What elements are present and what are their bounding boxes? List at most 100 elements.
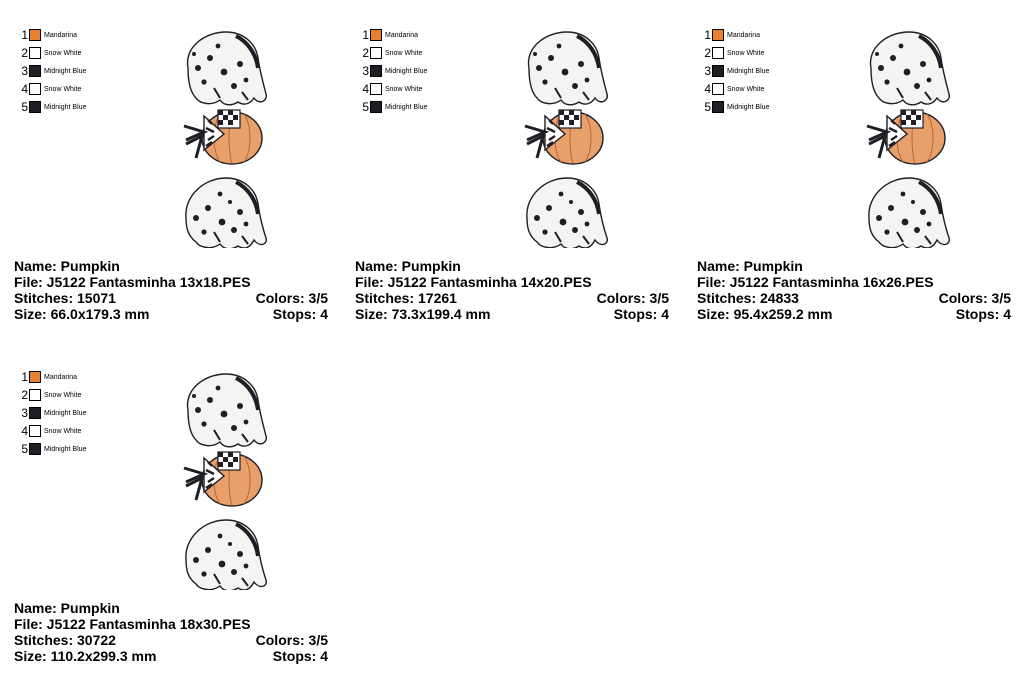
- palette-number: 2: [362, 46, 369, 60]
- color-count: Colors: 3/5: [255, 290, 328, 306]
- palette-color-name: Snow White: [44, 49, 82, 57]
- palette-row: 2 Snow White: [19, 44, 86, 62]
- palette-color-name: Midnight Blue: [385, 67, 428, 75]
- pumpkin-bow-icon: [866, 109, 946, 165]
- palette-color-name: Midnight Blue: [727, 67, 770, 75]
- design-card: 1 Mandarina 2 Snow White 3 Midnight Blue…: [14, 0, 344, 330]
- stop-count: Stops: 4: [272, 648, 328, 664]
- palette-color-name: Snow White: [727, 85, 765, 93]
- embroidery-design-preview: [866, 31, 950, 248]
- color-swatch: [29, 407, 41, 419]
- palette-number: 1: [21, 370, 28, 384]
- palette-row: 5 Midnight Blue: [360, 98, 427, 116]
- palette-row: 4 Snow White: [19, 422, 86, 440]
- color-swatch: [29, 371, 41, 383]
- design-size: Size: 66.0x179.3 mm: [14, 306, 150, 322]
- palette-row: 5 Midnight Blue: [19, 440, 86, 458]
- palette-number: 2: [21, 388, 28, 402]
- palette-number: 1: [362, 28, 369, 42]
- palette-row: 4 Snow White: [702, 80, 769, 98]
- stitch-count: Stitches: 30722: [14, 632, 116, 648]
- design-size: Size: 110.2x299.3 mm: [14, 648, 157, 664]
- palette-row: 4 Snow White: [19, 80, 86, 98]
- color-count: Colors: 3/5: [596, 290, 669, 306]
- design-info: Name: Pumpkin File: J5122 Fantasminha 13…: [14, 258, 328, 322]
- palette-color-name: Snow White: [727, 49, 765, 57]
- ghost-top-icon: [186, 31, 267, 106]
- design-name: Name: Pumpkin: [14, 258, 120, 274]
- ghost-bottom-icon: [185, 177, 267, 248]
- design-info: Name: Pumpkin File: J5122 Fantasminha 14…: [355, 258, 669, 322]
- palette-number: 4: [362, 82, 369, 96]
- embroidery-design-preview: [524, 31, 608, 248]
- palette-number: 4: [21, 82, 28, 96]
- palette-row: 2 Snow White: [19, 386, 86, 404]
- ghost-top-icon: [186, 373, 267, 448]
- palette-number: 3: [704, 64, 711, 78]
- color-swatch: [29, 65, 41, 77]
- color-count: Colors: 3/5: [255, 632, 328, 648]
- palette-color-name: Midnight Blue: [385, 103, 428, 111]
- stitch-count: Stitches: 17261: [355, 290, 457, 306]
- color-palette: 1 Mandarina 2 Snow White 3 Midnight Blue…: [19, 26, 86, 116]
- color-swatch: [29, 443, 41, 455]
- palette-row: 3 Midnight Blue: [19, 62, 86, 80]
- color-swatch: [29, 425, 41, 437]
- embroidery-design-preview: [183, 373, 267, 590]
- palette-row: 5 Midnight Blue: [19, 98, 86, 116]
- ghost-top-icon: [527, 31, 608, 106]
- stop-count: Stops: 4: [955, 306, 1011, 322]
- design-info: Name: Pumpkin File: J5122 Fantasminha 18…: [14, 600, 328, 664]
- palette-color-name: Mandarina: [727, 31, 761, 39]
- design-file: File: J5122 Fantasminha 18x30.PES: [14, 616, 251, 632]
- color-swatch: [712, 47, 724, 59]
- palette-color-name: Mandarina: [44, 31, 78, 39]
- ghost-bottom-icon: [526, 177, 608, 248]
- color-swatch: [712, 29, 724, 41]
- design-name: Name: Pumpkin: [355, 258, 461, 274]
- color-swatch: [29, 47, 41, 59]
- color-count: Colors: 3/5: [938, 290, 1011, 306]
- palette-row: 1 Mandarina: [360, 26, 427, 44]
- palette-color-name: Snow White: [385, 49, 423, 57]
- palette-row: 1 Mandarina: [702, 26, 769, 44]
- palette-color-name: Snow White: [44, 85, 82, 93]
- design-file: File: J5122 Fantasminha 13x18.PES: [14, 274, 251, 290]
- design-info: Name: Pumpkin File: J5122 Fantasminha 16…: [697, 258, 1011, 322]
- ghost-top-icon: [869, 31, 950, 106]
- color-swatch: [29, 101, 41, 113]
- palette-number: 3: [362, 64, 369, 78]
- ghost-bottom-icon: [868, 177, 950, 248]
- color-swatch: [712, 65, 724, 77]
- palette-color-name: Snow White: [44, 391, 82, 399]
- color-palette: 1 Mandarina 2 Snow White 3 Midnight Blue…: [19, 368, 86, 458]
- palette-row: 5 Midnight Blue: [702, 98, 769, 116]
- design-name: Name: Pumpkin: [14, 600, 120, 616]
- color-swatch: [370, 65, 382, 77]
- design-name: Name: Pumpkin: [697, 258, 803, 274]
- palette-number: 1: [21, 28, 28, 42]
- color-swatch: [370, 83, 382, 95]
- color-swatch: [370, 47, 382, 59]
- palette-number: 3: [21, 406, 28, 420]
- palette-number: 5: [21, 442, 28, 456]
- stop-count: Stops: 4: [613, 306, 669, 322]
- palette-color-name: Mandarina: [44, 373, 78, 381]
- palette-number: 2: [704, 46, 711, 60]
- palette-color-name: Snow White: [385, 85, 423, 93]
- design-file: File: J5122 Fantasminha 14x20.PES: [355, 274, 592, 290]
- design-file: File: J5122 Fantasminha 16x26.PES: [697, 274, 934, 290]
- color-swatch: [712, 83, 724, 95]
- stop-count: Stops: 4: [272, 306, 328, 322]
- color-swatch: [29, 83, 41, 95]
- color-swatch: [370, 101, 382, 113]
- stitch-count: Stitches: 24833: [697, 290, 799, 306]
- color-swatch: [370, 29, 382, 41]
- palette-number: 5: [362, 100, 369, 114]
- palette-color-name: Midnight Blue: [44, 409, 87, 417]
- pumpkin-bow-icon: [183, 451, 263, 507]
- palette-number: 1: [704, 28, 711, 42]
- palette-number: 4: [704, 82, 711, 96]
- stitch-count: Stitches: 15071: [14, 290, 116, 306]
- palette-row: 2 Snow White: [702, 44, 769, 62]
